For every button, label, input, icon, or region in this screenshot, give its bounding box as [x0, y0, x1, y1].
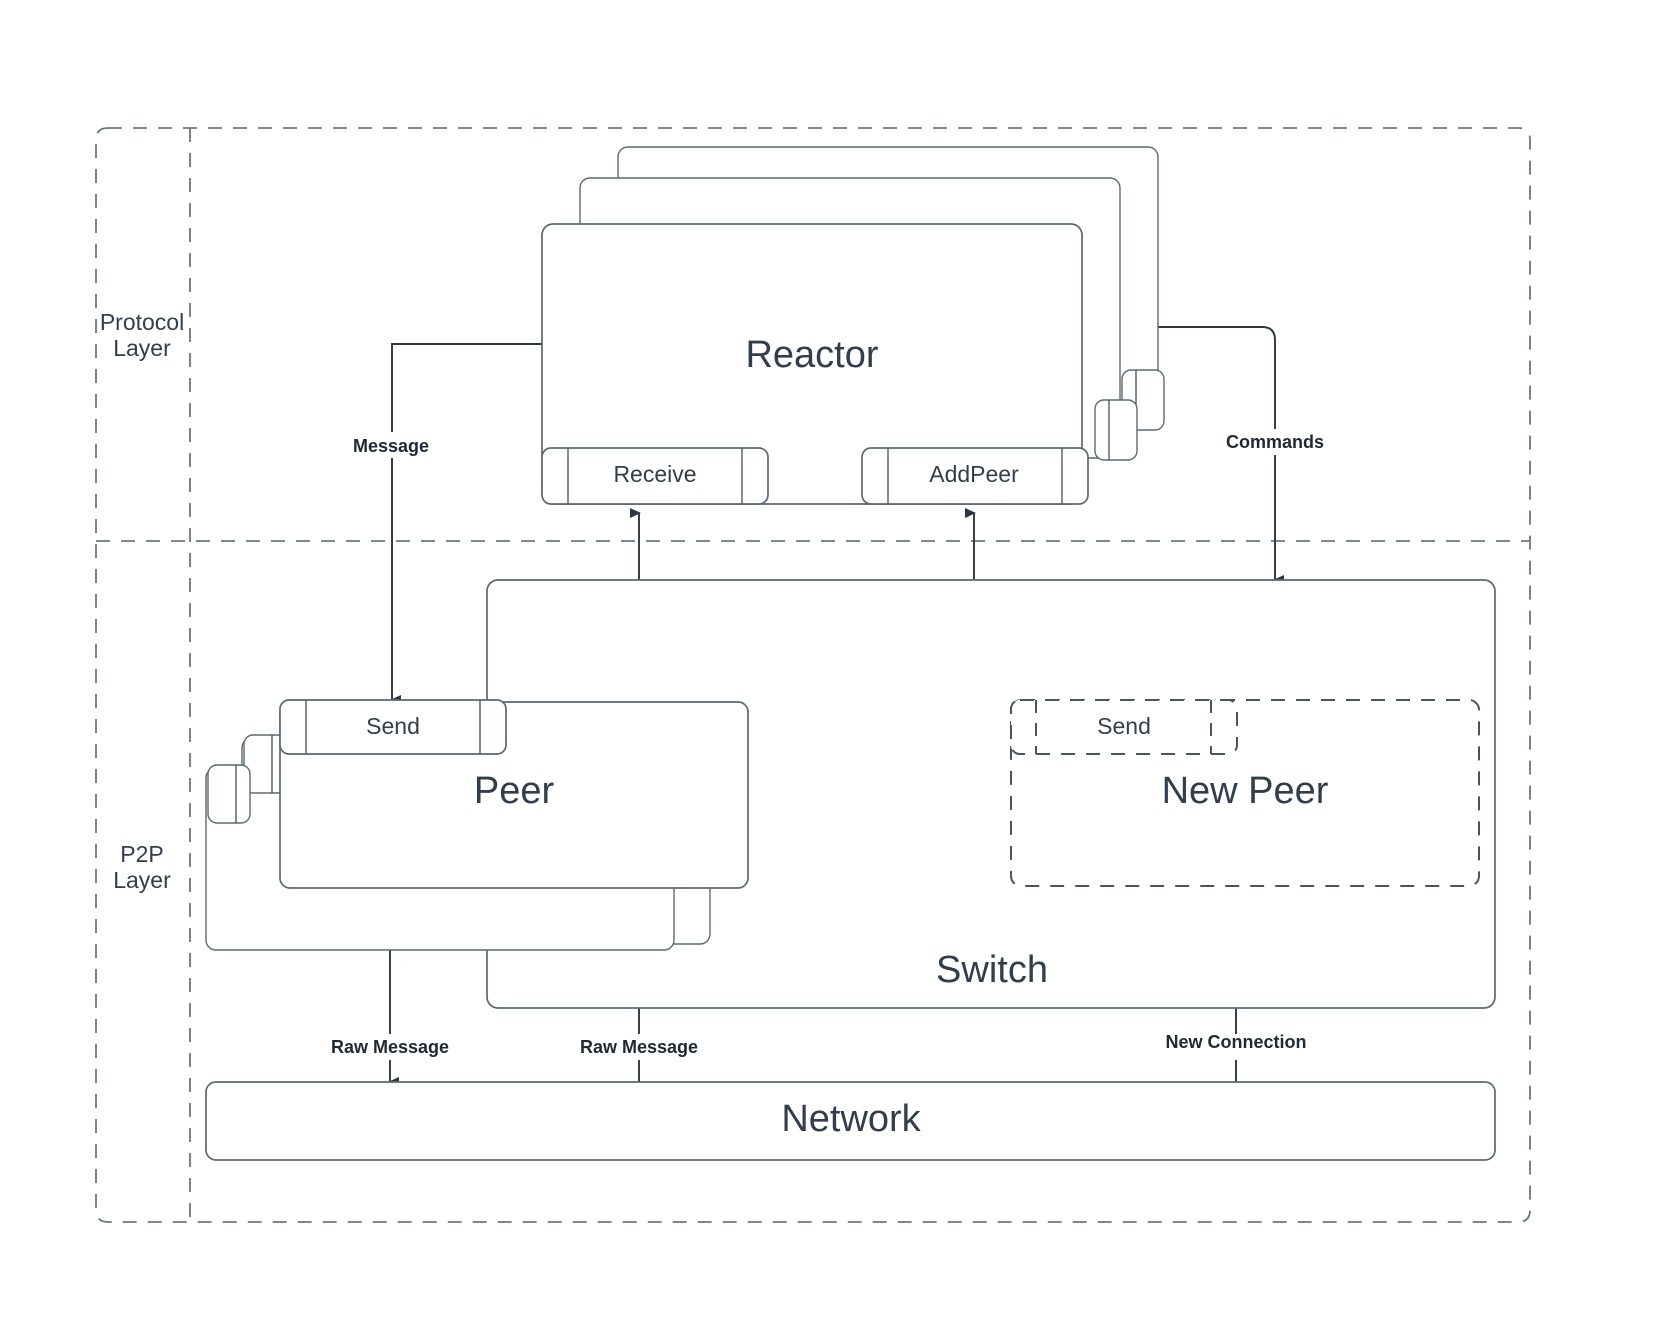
lane-label-p2p-line1: P2P [120, 841, 163, 867]
node-switch-label: Switch [936, 949, 1048, 991]
node-new-peer-send[interactable]: Send [1010, 699, 1238, 755]
edge-commands-label: Commands [1226, 432, 1324, 452]
edge-commands: Commands [1085, 326, 1335, 585]
edge-message-down-label: Message [353, 436, 429, 456]
node-network[interactable]: Network [205, 1081, 1496, 1161]
node-peer-send[interactable]: Send [279, 699, 507, 755]
node-reactor[interactable]: Reactor [541, 223, 1083, 505]
edge-raw-message-down: Raw Message [326, 888, 460, 1087]
node-receive-label: Receive [613, 461, 696, 487]
lane-label-protocol-line1: Protocol [100, 309, 184, 335]
peer-send-stack-back [207, 734, 287, 824]
node-peer-label: Peer [474, 770, 555, 812]
lane-label-p2p: P2P Layer [113, 841, 171, 893]
lane-label-protocol: Protocol Layer [100, 309, 184, 361]
edge-raw-message-up-label: Raw Message [580, 1037, 698, 1057]
lane-label-p2p-line2: Layer [113, 867, 171, 893]
node-peer-send-label: Send [366, 713, 420, 739]
node-addpeer-label: AddPeer [929, 461, 1019, 487]
edge-new-connection-label: New Connection [1165, 1032, 1306, 1052]
node-new-peer-label: New Peer [1162, 770, 1329, 812]
addpeer-stack-back [1094, 369, 1165, 461]
edge-message-down: Message [340, 343, 542, 705]
lane-label-protocol-line2: Layer [113, 335, 171, 361]
node-network-label: Network [781, 1098, 921, 1140]
node-switch[interactable]: Switch [486, 579, 1496, 1009]
edge-raw-message-up: Raw Message [574, 888, 708, 1085]
node-new-peer-send-label: Send [1097, 713, 1151, 739]
node-reactor-label: Reactor [745, 334, 878, 376]
node-addpeer[interactable]: AddPeer [861, 447, 1089, 505]
node-receive[interactable]: Receive [541, 447, 769, 505]
edge-raw-message-down-label: Raw Message [331, 1037, 449, 1057]
